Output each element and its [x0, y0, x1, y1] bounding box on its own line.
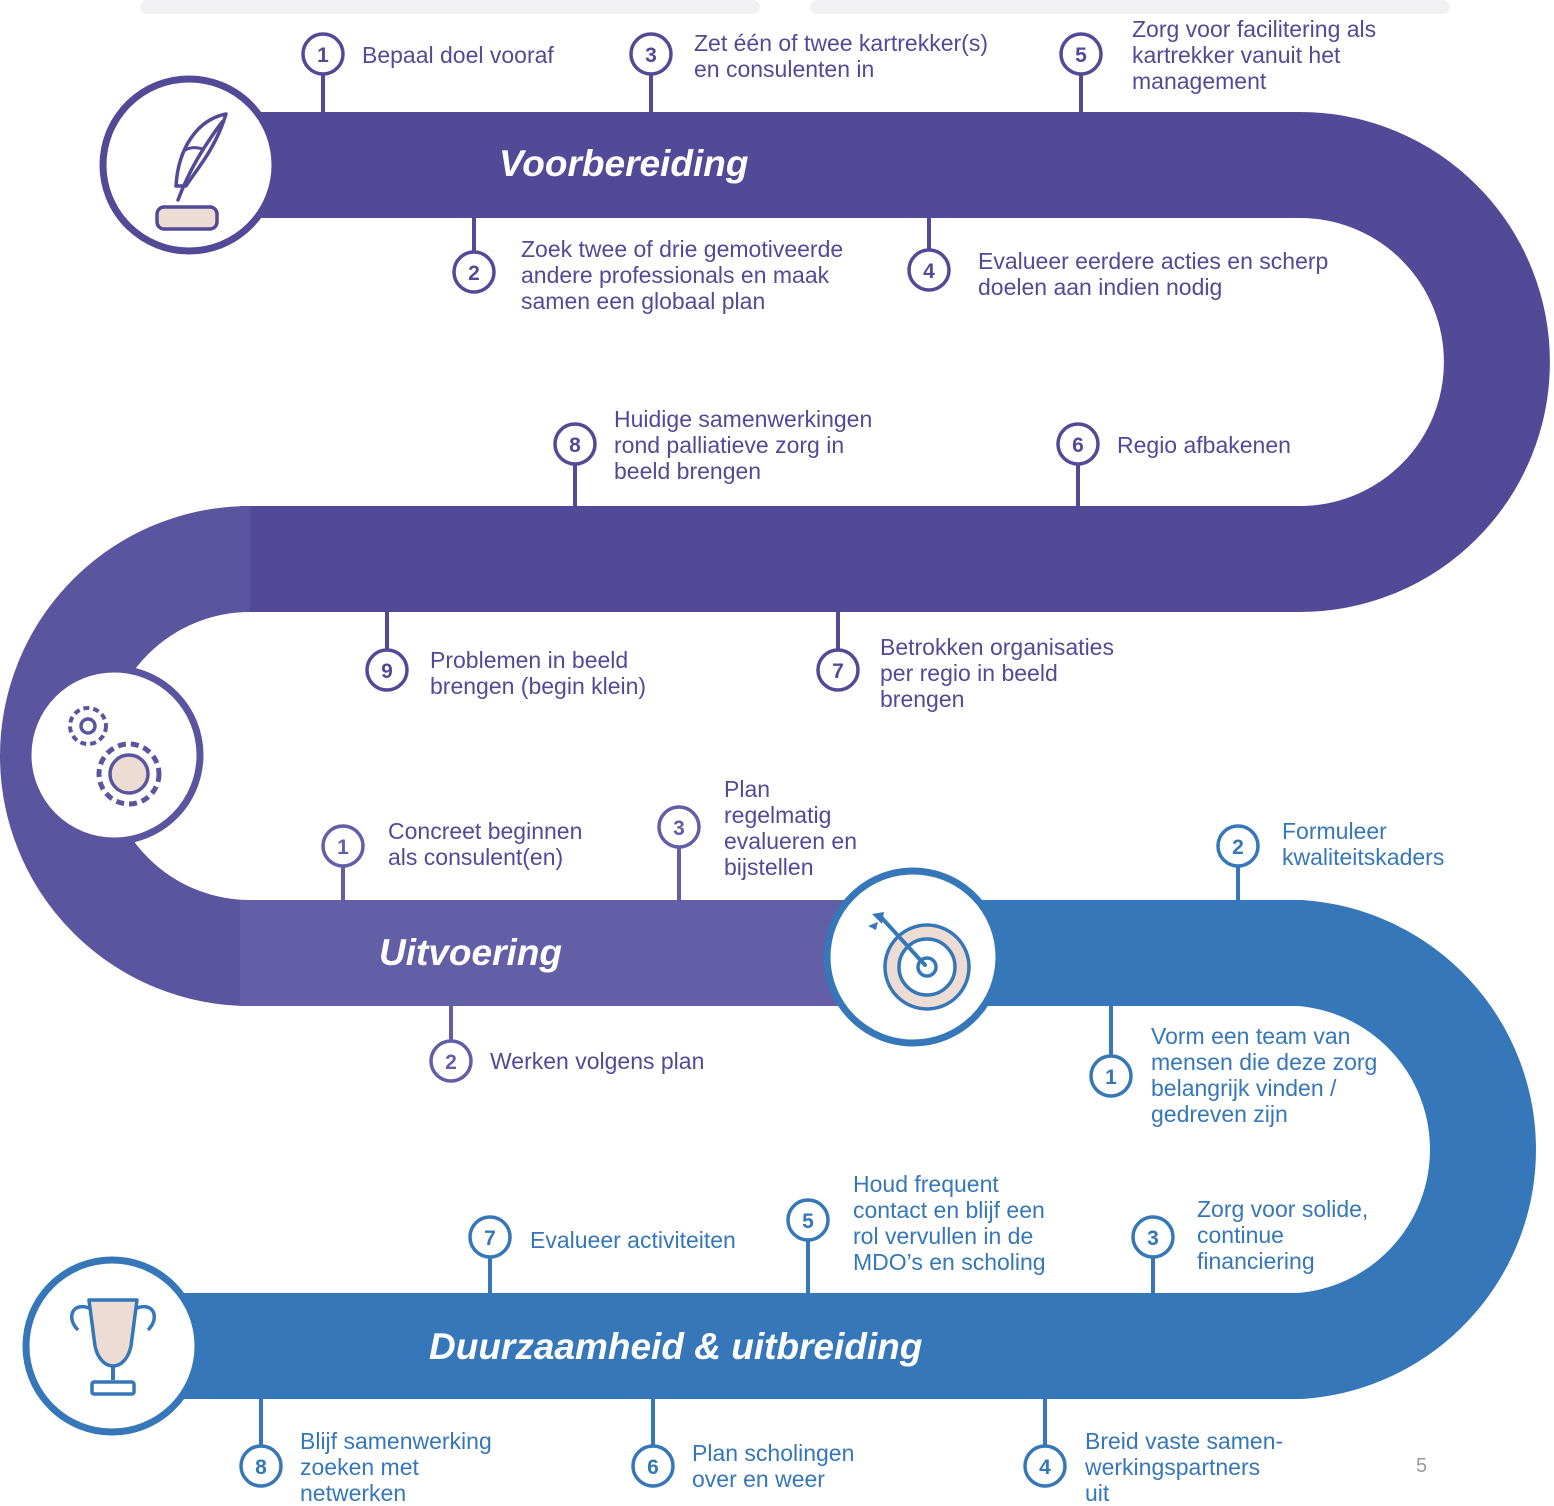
num-d8: 8	[255, 1456, 267, 1479]
num-v4: 4	[923, 260, 935, 283]
step-connectors	[259, 74, 1240, 1446]
step-label-u1: Concreet beginnen als consulent(en)	[388, 818, 583, 870]
num-d2: 2	[1232, 836, 1244, 859]
step-label-v4: Evalueer eerdere acties en scherp doelen…	[978, 248, 1329, 300]
step-label-d1: Vorm een team van mensen die deze zorg b…	[1151, 1023, 1378, 1127]
step-label-v8: Huidige samenwerkingen rond palliatieve …	[614, 406, 873, 484]
num-v1: 1	[317, 44, 329, 67]
num-v2: 2	[468, 262, 480, 285]
step-label-v3: Zet één of twee kartrekker(s) en consule…	[694, 30, 988, 82]
step-label-v9: Problemen in beeld brengen (begin klein)	[430, 647, 647, 699]
phase-title-uitvoering: Uitvoering	[379, 932, 562, 973]
step-label-v6: Regio afbakenen	[1117, 432, 1291, 458]
step-number-circles	[239, 32, 1260, 1488]
road-voorbereiding	[180, 112, 1550, 612]
top-shadow-decoration	[140, 0, 1450, 14]
quill-pen-icon	[99, 75, 279, 255]
num-v8: 8	[569, 434, 581, 457]
trophy-icon	[22, 1256, 202, 1436]
step-label-d5: Houd frequent contact en blijf een rol v…	[853, 1171, 1046, 1275]
gears-icon	[24, 665, 204, 845]
phase-title-duurzaamheid: Duurzaamheid & uitbreiding	[429, 1326, 923, 1367]
step-label-d4: Breid vaste samen- werkingspartners uit	[1085, 1428, 1284, 1506]
step-numbers: 1 2 3 4 5 6 7 8 9 1 2 3 1 2 3 4 5 6 7 8	[255, 44, 1244, 1479]
step-label-v7: Betrokken organisaties per regio in beel…	[880, 634, 1114, 712]
num-u1: 1	[337, 836, 349, 859]
num-d5: 5	[802, 1210, 814, 1233]
num-u3: 3	[673, 817, 685, 840]
num-d1: 1	[1105, 1066, 1117, 1089]
num-d7: 7	[484, 1227, 496, 1250]
step-label-u2: Werken volgens plan	[490, 1048, 705, 1074]
step-label-d8: Blijf samenwerking zoeken met netwerken	[300, 1428, 492, 1506]
step-label-v5: Zorg voor facilitering als kartrekker va…	[1132, 16, 1377, 94]
page-number: 5	[1416, 1455, 1428, 1477]
step-label-d3: Zorg voor solide, continue financiering	[1197, 1196, 1369, 1274]
road-duurzaamheid	[110, 900, 1536, 1399]
target-arrow-icon	[823, 867, 1003, 1047]
step-label-d2: Formuleer kwaliteitskaders	[1282, 818, 1445, 870]
step-label-d7: Evalueer activiteiten	[530, 1227, 736, 1253]
num-v6: 6	[1072, 434, 1084, 457]
num-d4: 4	[1039, 1456, 1051, 1479]
num-d3: 3	[1147, 1227, 1159, 1250]
step-label-v1: Bepaal doel vooraf	[362, 42, 554, 68]
step-label-d6: Plan scholingen over en weer	[692, 1440, 855, 1492]
num-v9: 9	[381, 660, 393, 683]
step-label-v2: Zoek twee of drie gemotiveerde andere pr…	[521, 236, 844, 314]
phase-title-voorbereiding: Voorbereiding	[499, 143, 749, 184]
num-v3: 3	[645, 44, 657, 67]
num-d6: 6	[647, 1456, 659, 1479]
step-label-u3: Plan regelmatig evalueren en bijstellen	[724, 776, 857, 880]
num-v7: 7	[832, 660, 844, 683]
num-v5: 5	[1075, 44, 1087, 67]
num-u2: 2	[445, 1051, 457, 1074]
